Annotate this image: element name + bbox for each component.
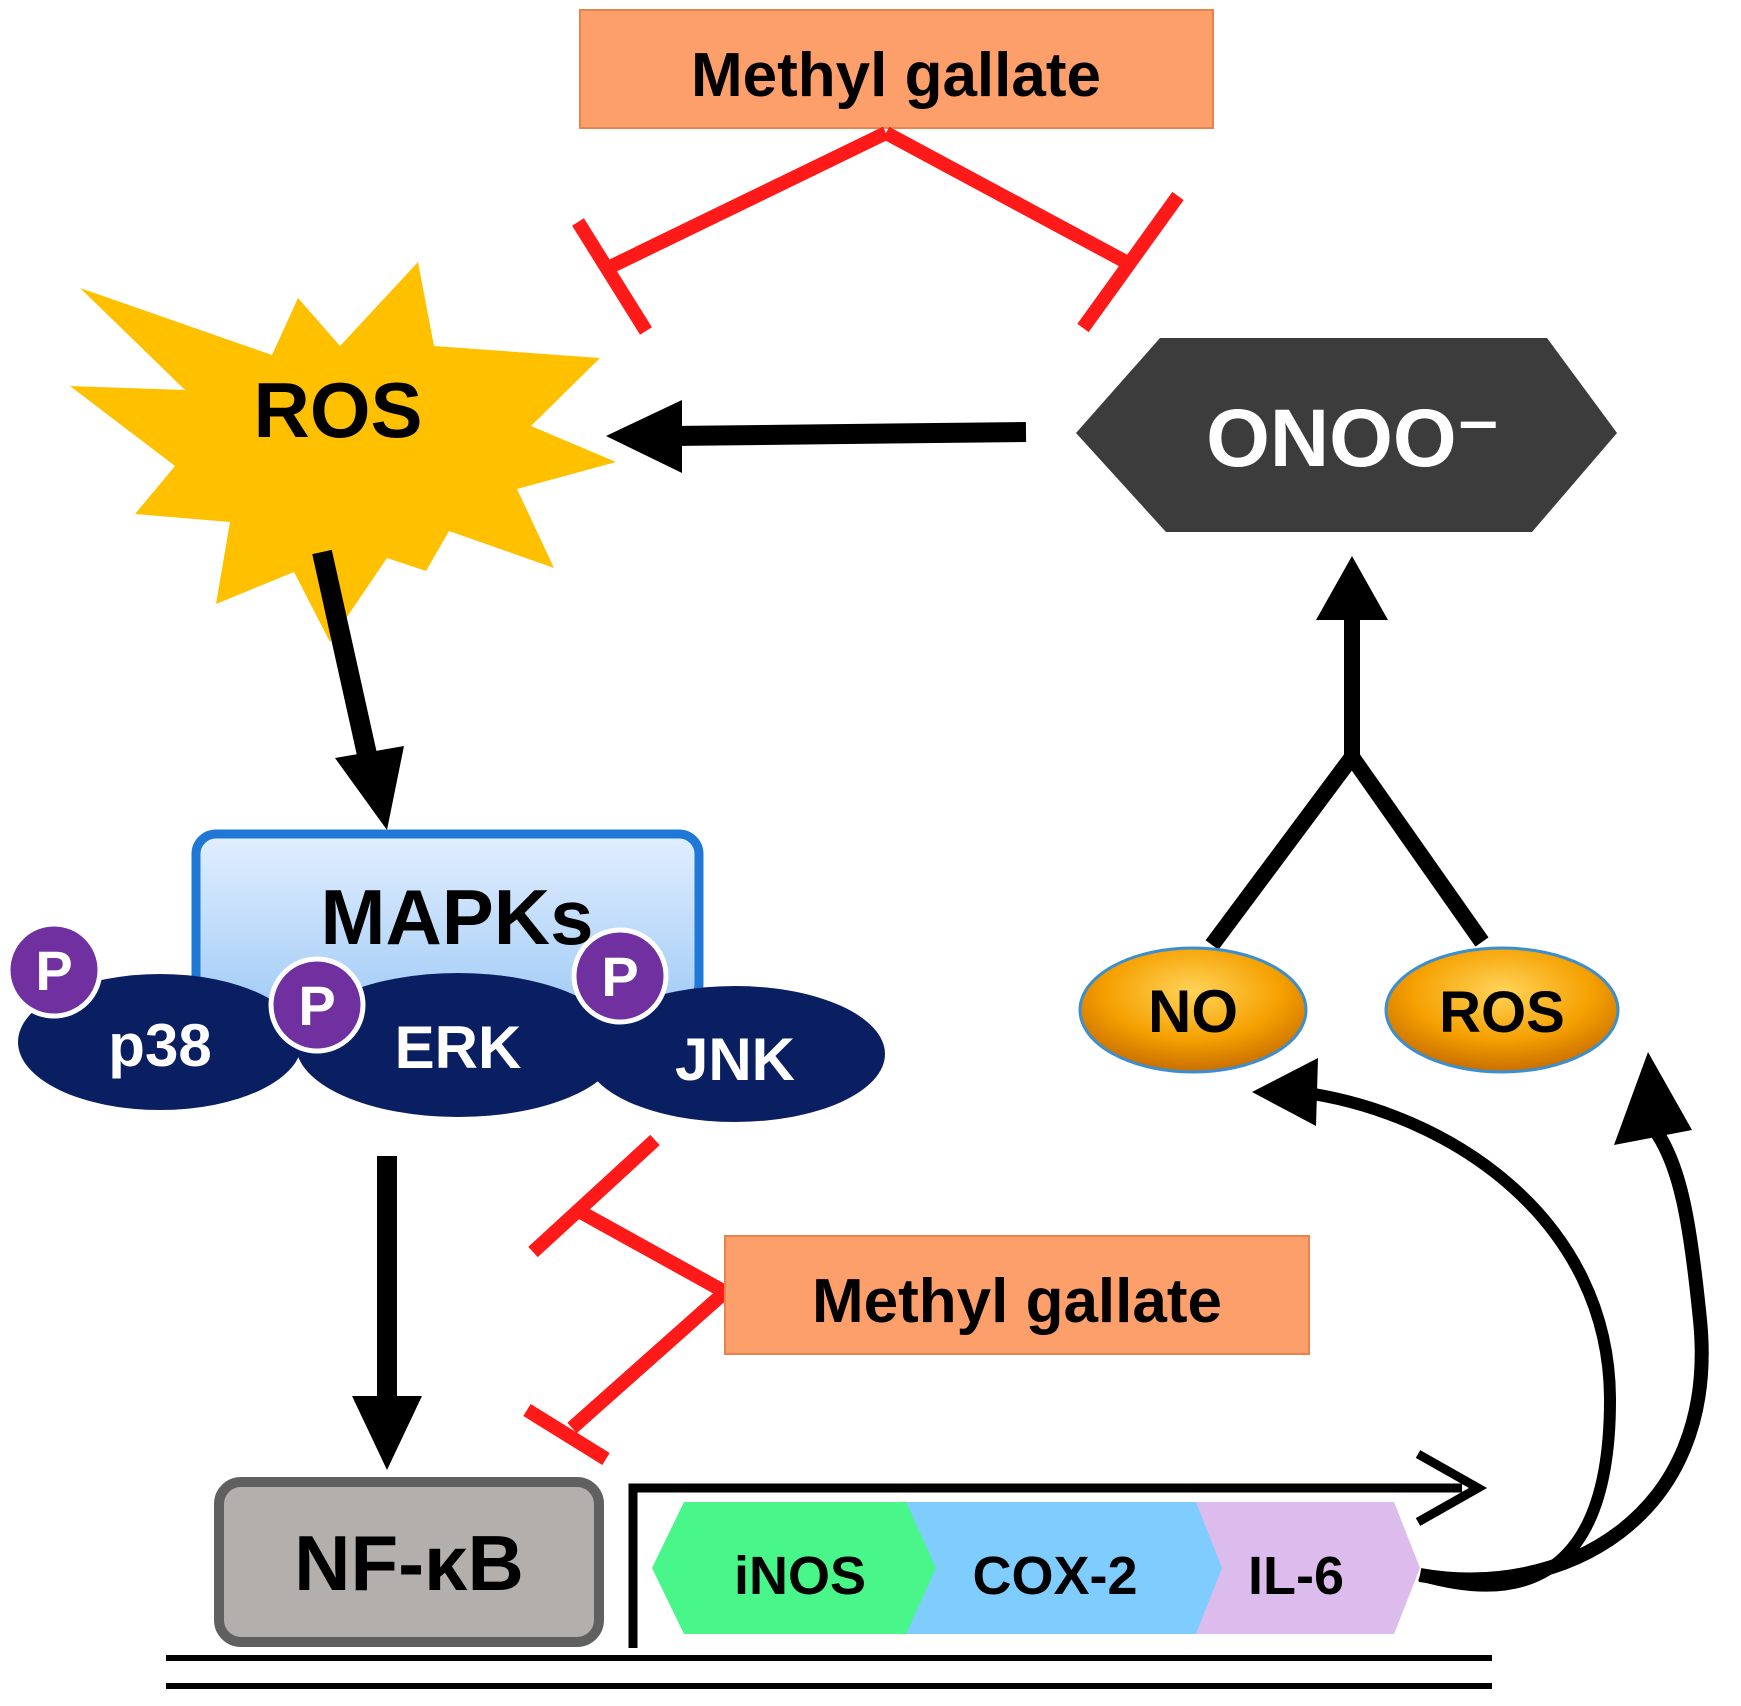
ros-burst: ROS [70,262,616,642]
inhibition-lines-bottom [523,1134,730,1465]
onoo-label: ONOO⁻ [1206,393,1500,484]
arrowhead-to-onoo [1316,556,1388,620]
inhibition-line-to-onoo [882,126,1130,269]
inhibition-line-to-nfkb [567,1286,730,1434]
onoo-hexagon: ONOO⁻ [1076,338,1617,532]
ros-small-oval: ROS [1384,946,1620,1074]
inhibition-bar-mapks [528,1134,660,1258]
phospho-jnk-label: P [601,945,638,1008]
arrowhead-to-ros-small [1614,1052,1692,1145]
phospho-p38: P [5,921,103,1019]
jnk-label: JNK [675,1026,795,1093]
methyl-gallate-top-label: Methyl gallate [691,41,1101,110]
methyl-gallate-bottom-box: Methyl gallate [724,1235,1310,1355]
gene-inos: iNOS [652,1502,936,1634]
arrow-onoo-to-ros [606,400,1027,473]
dna-strand [166,1655,1492,1689]
inhibition-line-to-ros [608,126,890,273]
nfkb-label: NF-κB [294,1519,524,1607]
inos-label: iNOS [734,1546,866,1606]
methyl-gallate-bottom-label: Methyl gallate [812,1267,1222,1336]
phospho-jnk: P [571,927,669,1025]
arrowhead-to-no [1252,1058,1318,1126]
phospho-erk-label: P [298,974,335,1037]
inhibition-bar-onoo [1077,191,1184,333]
transcription-start-arrow [628,1450,1488,1648]
phospho-erk: P [268,956,366,1054]
merge-arrow-to-onoo [1205,615,1489,950]
inhibition-bar-nfkb [523,1404,610,1465]
ros-small-label: ROS [1439,980,1565,1045]
arrow-mapks-to-nfkb [352,1156,422,1470]
mapks-label: MAPKs [320,873,593,961]
cox2-label: COX-2 [972,1546,1137,1606]
methyl-gallate-top-box: Methyl gallate [579,9,1214,129]
kinase-erk: ERK [296,973,620,1117]
il6-label: IL-6 [1248,1546,1344,1606]
gene-il6: IL-6 [1186,1502,1420,1634]
no-oval: NO [1078,946,1308,1074]
inhibition-bar-ros [572,218,652,335]
inhibition-lines-top [572,126,1184,335]
kinase-p38: p38 [18,974,302,1110]
kinase-jnk: JNK [585,986,885,1122]
phospho-p38-label: P [35,939,72,1002]
nfkb-box: NF-κB [214,1477,604,1647]
curved-arrows-to-no-ros [1299,1086,1709,1592]
p38-label: p38 [108,1012,211,1079]
gene-cox2: COX-2 [906,1502,1222,1634]
erk-label: ERK [395,1014,522,1081]
inhibition-line-to-mapks [573,1203,729,1299]
arrow-ros-to-mapks [312,549,404,830]
ros-main-label: ROS [253,366,422,454]
no-label: NO [1148,978,1238,1045]
